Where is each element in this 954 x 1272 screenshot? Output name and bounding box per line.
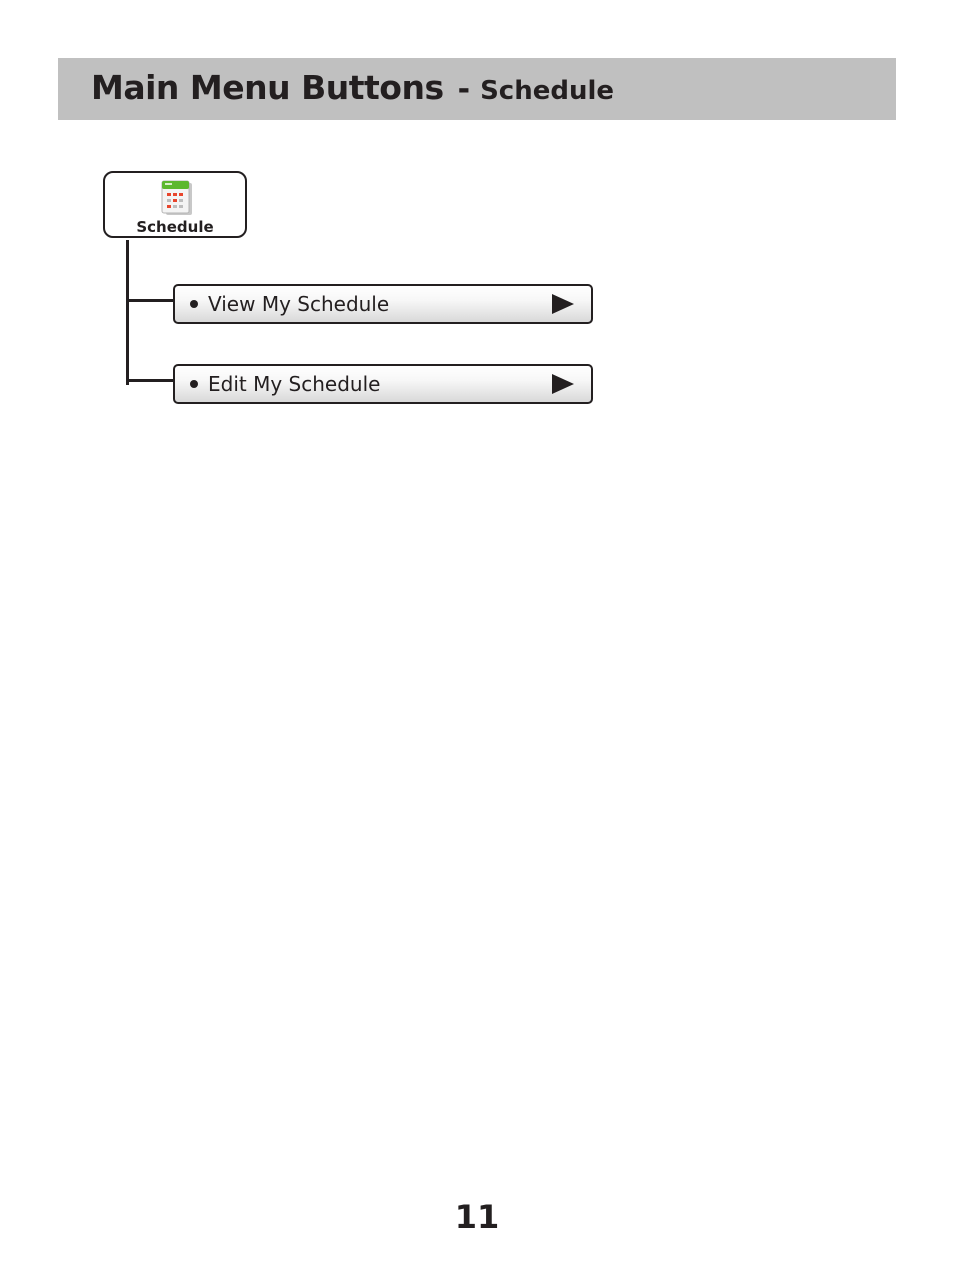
- play-arrow-icon: [552, 374, 574, 394]
- bullet-icon: [190, 300, 198, 308]
- bullet-icon: [190, 380, 198, 388]
- schedule-main-button[interactable]: Schedule: [103, 171, 247, 238]
- menu-item-label: Edit My Schedule: [208, 372, 381, 396]
- page-title-main: Main Menu Buttons: [91, 68, 444, 107]
- page-number: 11: [454, 1198, 500, 1236]
- calendar-icon: [161, 180, 192, 215]
- tree-branch-edit: [126, 379, 176, 382]
- tree-connector-line: [126, 240, 129, 385]
- menu-item-label: View My Schedule: [208, 292, 390, 316]
- view-my-schedule-button[interactable]: View My Schedule: [173, 284, 593, 324]
- title-separator: -: [457, 72, 471, 107]
- edit-my-schedule-button[interactable]: Edit My Schedule: [173, 364, 593, 404]
- page-title: Main Menu Buttons-Schedule: [91, 68, 614, 107]
- play-arrow-icon: [552, 294, 574, 314]
- schedule-button-label: Schedule: [136, 218, 214, 236]
- page-title-sub: Schedule: [480, 76, 615, 106]
- header-band: Main Menu Buttons-Schedule: [58, 58, 896, 120]
- tree-branch-view: [126, 299, 176, 302]
